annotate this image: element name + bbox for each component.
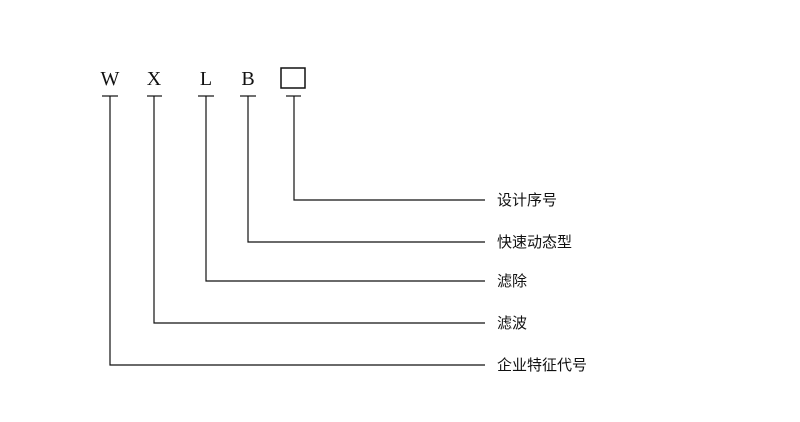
- leader-x-to-filtering: [153, 96, 485, 324]
- leader-b-to-fast-dynamic: [247, 96, 485, 243]
- code-letter-b: B: [241, 68, 254, 90]
- label-elimination: 滤除: [497, 272, 527, 290]
- code-letter-w: W: [101, 68, 120, 90]
- placeholder-box: [280, 67, 306, 89]
- leader-w-to-company-code: [109, 96, 485, 366]
- code-letter-x: X: [147, 68, 162, 90]
- leader-l-to-elimination: [205, 96, 485, 282]
- code-letter-l: L: [200, 68, 212, 90]
- label-company-code: 企业特征代号: [497, 356, 587, 374]
- leader-box-to-design-serial: [293, 96, 485, 201]
- label-fast-dynamic: 快速动态型: [497, 233, 572, 251]
- label-filtering: 滤波: [497, 314, 527, 332]
- label-design-serial: 设计序号: [497, 191, 557, 209]
